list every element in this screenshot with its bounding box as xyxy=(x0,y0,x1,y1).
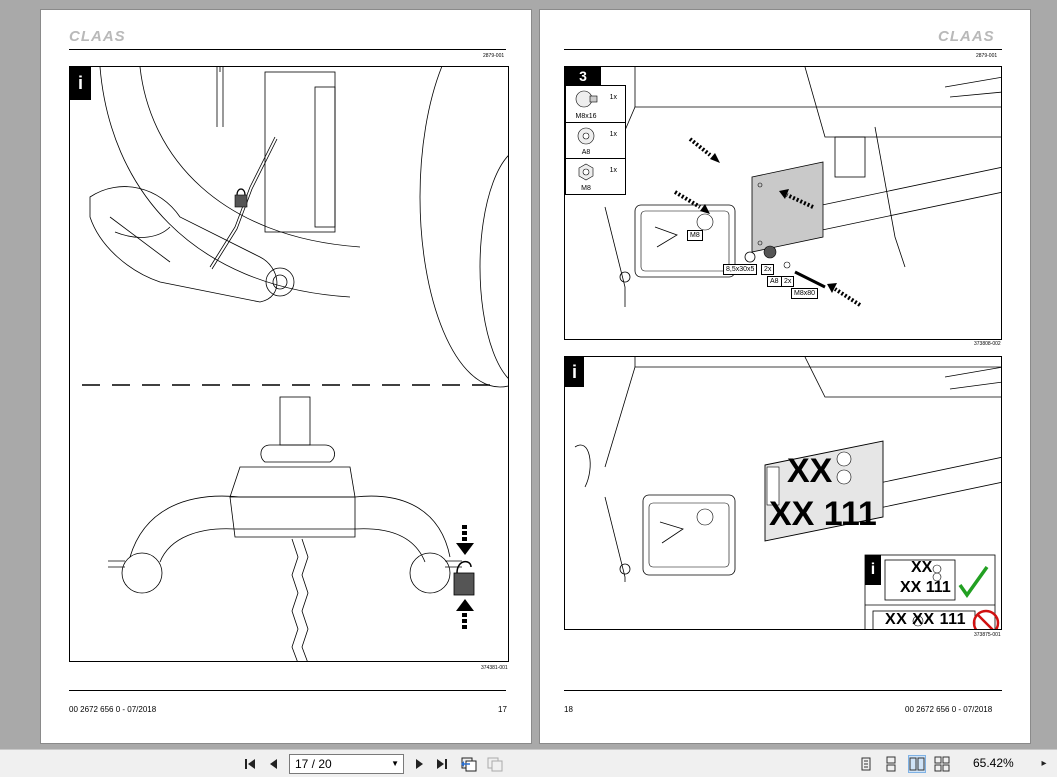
part-qty: 1x xyxy=(609,131,617,138)
single-page-view-button[interactable] xyxy=(857,755,875,773)
continuous-page-icon xyxy=(886,756,896,772)
last-page-button[interactable] xyxy=(434,756,450,772)
plate-illustration xyxy=(574,357,1001,629)
small-plate-line2: XX 111 xyxy=(900,579,951,596)
mounting-illustration xyxy=(604,67,1001,307)
part-name: M8x16 xyxy=(575,113,597,120)
washer-icon xyxy=(577,127,595,145)
zoom-menu-arrow-icon[interactable]: ▸ xyxy=(1041,758,1047,769)
licence-plate-figure: i XX XX 111 i XX XX 111 XX XX 111 xyxy=(564,356,1002,630)
doc-code: 2879-001 xyxy=(976,53,998,59)
step-3-figure: 3 1x M8x16 1x A8 xyxy=(564,66,1002,340)
single-page-icon xyxy=(861,757,871,771)
info-badge: i xyxy=(865,555,881,585)
go-back-view-icon xyxy=(461,757,477,772)
part-name: M8 xyxy=(581,185,591,192)
two-page-continuous-icon xyxy=(934,756,950,772)
info-badge: i xyxy=(70,67,91,100)
footer-rule xyxy=(69,690,506,691)
nut-icon xyxy=(578,163,594,181)
figure-code: 373808-002 xyxy=(974,341,1001,347)
previous-page-icon xyxy=(270,759,277,769)
part-name: A8 xyxy=(581,149,591,156)
parts-list: 1x M8x16 1x A8 1x M8 xyxy=(565,85,626,195)
last-page-icon xyxy=(437,759,447,769)
two-page-view-button[interactable] xyxy=(908,755,926,773)
plate-text-line2: XX 111 xyxy=(769,495,877,533)
label-washer-qty: 2x xyxy=(761,264,775,275)
footer-docnum: 00 2672 656 0 - 07/2018 xyxy=(905,705,993,714)
zoom-level[interactable]: 65.42% xyxy=(973,756,1014,770)
info-badge: i xyxy=(565,357,584,387)
figure-illustration xyxy=(82,67,508,661)
brand-logo: CLAAS xyxy=(938,28,995,45)
page-selector[interactable]: 17 / 20 ▼ xyxy=(289,754,404,774)
label-washer: 8,5x30x5 xyxy=(723,264,758,275)
part-qty: 1x xyxy=(609,167,617,174)
brand-logo: CLAAS xyxy=(69,28,126,45)
plate-text-line1: XX xyxy=(787,452,833,490)
chevron-down-icon: ▼ xyxy=(391,759,399,768)
label-m8: M8 xyxy=(687,230,703,241)
header-rule xyxy=(564,49,1002,50)
wrong-plate-text: XX XX 111 xyxy=(885,611,967,628)
label-a8-qty: 2x xyxy=(781,276,795,287)
parts-list-item: 1x A8 xyxy=(566,122,625,158)
continuous-view-button[interactable] xyxy=(882,755,900,773)
step-number-badge: 3 xyxy=(565,67,601,85)
doc-code: 2879-001 xyxy=(483,53,505,59)
two-page-continuous-view-button[interactable] xyxy=(933,755,951,773)
figure-panel: i xyxy=(69,66,509,662)
part-qty: 1x xyxy=(609,94,617,101)
small-plate-line1: XX xyxy=(911,559,933,576)
left-page: CLAAS 2879-001 i xyxy=(40,9,532,744)
label-bolt: M8x80 xyxy=(791,288,819,299)
page-number: 18 xyxy=(564,705,573,714)
parts-list-item: 1x M8x16 xyxy=(566,86,625,122)
next-page-button[interactable] xyxy=(411,756,427,772)
first-page-icon xyxy=(245,759,255,769)
label-a8: A8 xyxy=(767,276,782,287)
header-rule xyxy=(69,49,506,50)
figure-code: 374381-001 xyxy=(481,665,508,671)
previous-page-button[interactable] xyxy=(266,756,282,772)
page-indicator: 17 / 20 xyxy=(295,757,332,771)
footer-rule xyxy=(564,690,1002,691)
go-back-view-button[interactable] xyxy=(460,756,477,772)
two-page-icon xyxy=(909,757,925,771)
viewer-toolbar: 17 / 20 ▼ 65.42% ▸ xyxy=(0,749,1057,777)
go-forward-view-button[interactable] xyxy=(486,756,503,772)
parts-list-item: 1x M8 xyxy=(566,158,625,194)
footer-docnum: 00 2672 656 0 - 07/2018 xyxy=(69,705,157,714)
first-page-button[interactable] xyxy=(242,756,258,772)
next-page-icon xyxy=(416,759,423,769)
right-page: CLAAS 2879-001 xyxy=(539,9,1031,744)
page-number: 17 xyxy=(498,705,507,714)
go-forward-view-icon xyxy=(487,757,503,772)
figure-code: 373875-001 xyxy=(974,632,1001,638)
screw-icon xyxy=(575,90,598,108)
